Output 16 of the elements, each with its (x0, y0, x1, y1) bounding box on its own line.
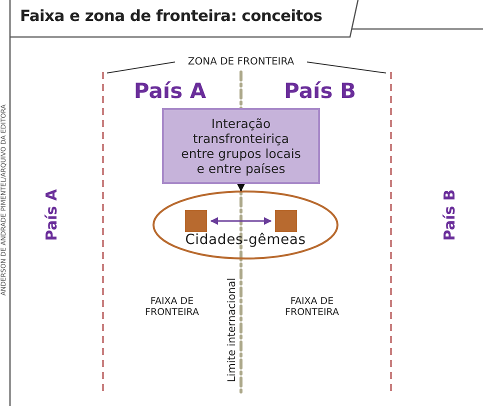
label: Limite internacional (226, 278, 238, 382)
node-text: Cidades-gêmeas (184, 232, 307, 248)
arrow (210, 217, 272, 225)
process-box: Interação transfronteiriça entre grupos locais e entre países (162, 108, 320, 184)
label: FAIXA DE FRONTEIRA (284, 297, 340, 319)
arrow (237, 184, 245, 192)
title: Faixa e zona de fronteira: conceitos (20, 7, 322, 25)
label: FAIXA DE FRONTEIRA (144, 297, 200, 319)
label: País A (43, 189, 61, 241)
label: País B (441, 189, 459, 241)
label: ZONA DE FRONTEIRA (188, 56, 294, 68)
city-square (275, 210, 297, 232)
city-square (185, 210, 207, 232)
city-ellipse (152, 190, 339, 260)
label: País B (284, 78, 356, 104)
label: País A (134, 78, 206, 104)
